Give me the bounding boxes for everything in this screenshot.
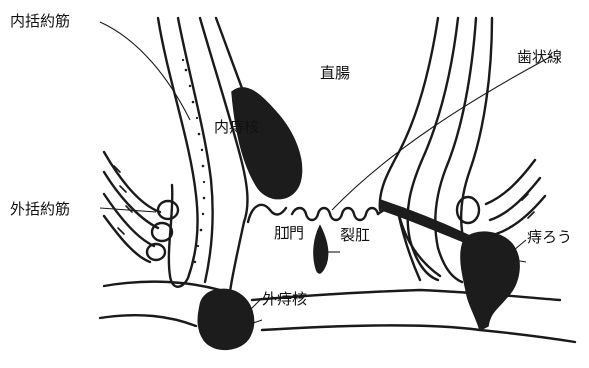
external-hemorrhoid-mass xyxy=(198,289,253,349)
label-dentate-line: 歯状線 xyxy=(517,48,562,66)
label-internal-hemorrhoid: 内痔核 xyxy=(214,118,259,136)
label-rectum: 直腸 xyxy=(320,64,350,82)
label-internal-sphincter: 内括約筋 xyxy=(10,12,70,30)
label-external-hemorrhoid: 外痔核 xyxy=(262,290,307,308)
label-anal-fistula: 痔ろう xyxy=(527,228,572,246)
label-external-sphincter: 外括約筋 xyxy=(10,200,70,218)
label-anus: 肛門 xyxy=(274,224,304,242)
anal-fissure-mark xyxy=(314,226,328,273)
label-anal-fissure: 裂肛 xyxy=(340,226,370,244)
anal-fistula-tract xyxy=(380,200,474,246)
anal-fistula-abscess xyxy=(461,232,519,330)
internal-hemorrhoid-mass xyxy=(232,88,302,199)
left-external-sphincter-bundles xyxy=(104,152,178,262)
